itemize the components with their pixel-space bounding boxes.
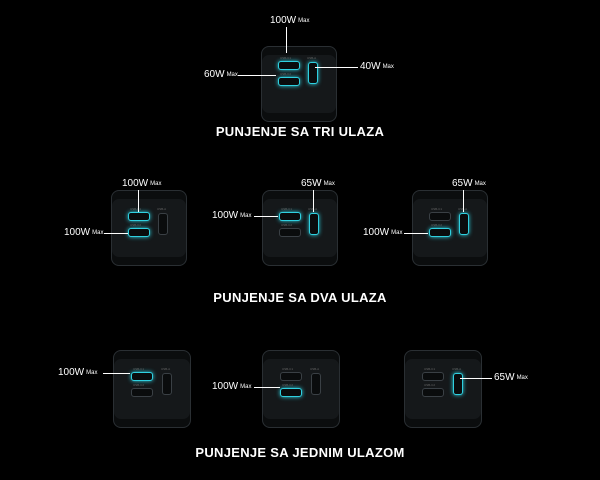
usb-a-port	[162, 373, 172, 395]
leader-line	[404, 233, 428, 234]
usb-c2-port	[422, 388, 444, 397]
leader-line	[104, 233, 128, 234]
usb-c2-port	[131, 388, 153, 397]
leader-line	[103, 373, 130, 374]
usb-a-port	[309, 213, 319, 235]
port-tag: USB-C2	[281, 223, 293, 227]
port-tag: USB-A	[307, 56, 317, 60]
port-tag: USB-C1	[280, 56, 292, 60]
port-tag: USB-A	[452, 367, 462, 371]
port-tag: USB-C1	[424, 367, 436, 371]
port-tag: USB-C2	[282, 383, 294, 387]
port-tag: USB-A	[308, 207, 317, 211]
port-tag: USB-C1	[130, 207, 142, 211]
port-tag: USB-C1	[282, 367, 294, 371]
leader-line	[238, 75, 276, 76]
usb-a-port	[308, 62, 318, 84]
usb-c1-port	[280, 372, 302, 381]
section-heading: PUNJENJE SA JEDNIM ULAZOM	[195, 445, 405, 460]
leader-line	[138, 190, 139, 212]
leader-line	[286, 27, 287, 53]
usb-c2-port	[279, 228, 301, 237]
port-tag: USB-C2	[424, 383, 436, 387]
port-tag: USB-C2	[431, 223, 443, 227]
port-tag: USB-C1	[133, 367, 145, 371]
port-tag: USB-C1	[281, 207, 293, 211]
port-tag: USB-A	[310, 367, 320, 371]
port-tag: USB-A	[458, 207, 467, 211]
usb-a-port	[311, 373, 321, 395]
usb-c1-port	[422, 372, 444, 381]
port-tag: USB-A	[161, 367, 171, 371]
port-tag: USB-C2	[133, 383, 145, 387]
usb-c1-port	[279, 212, 301, 221]
usb-a-port	[453, 373, 463, 395]
usb-c2-port	[280, 388, 302, 397]
leader-line	[315, 67, 358, 68]
usb-c2-port	[429, 228, 451, 237]
section-heading: PUNJENJE SA DVA ULAZA	[213, 290, 387, 305]
port-tag: USB-C2	[280, 72, 292, 76]
usb-a-port	[459, 213, 469, 235]
leader-line	[254, 387, 280, 388]
leader-line	[254, 216, 278, 217]
leader-line	[463, 190, 464, 212]
port-tag: USB-C1	[431, 207, 443, 211]
port-tag: USB-A	[157, 207, 167, 211]
usb-a-port	[158, 213, 168, 235]
section-heading: PUNJENJE SA TRI ULAZA	[215, 124, 385, 139]
usb-c1-port	[128, 212, 150, 221]
usb-c2-port	[128, 228, 150, 237]
leader-line	[313, 190, 314, 212]
usb-c1-port	[131, 372, 153, 381]
usb-c1-port	[429, 212, 451, 221]
port-tag: USB-C2	[130, 223, 142, 227]
usb-c1-port	[278, 61, 300, 70]
usb-c2-port	[278, 77, 300, 86]
leader-line	[460, 378, 492, 379]
